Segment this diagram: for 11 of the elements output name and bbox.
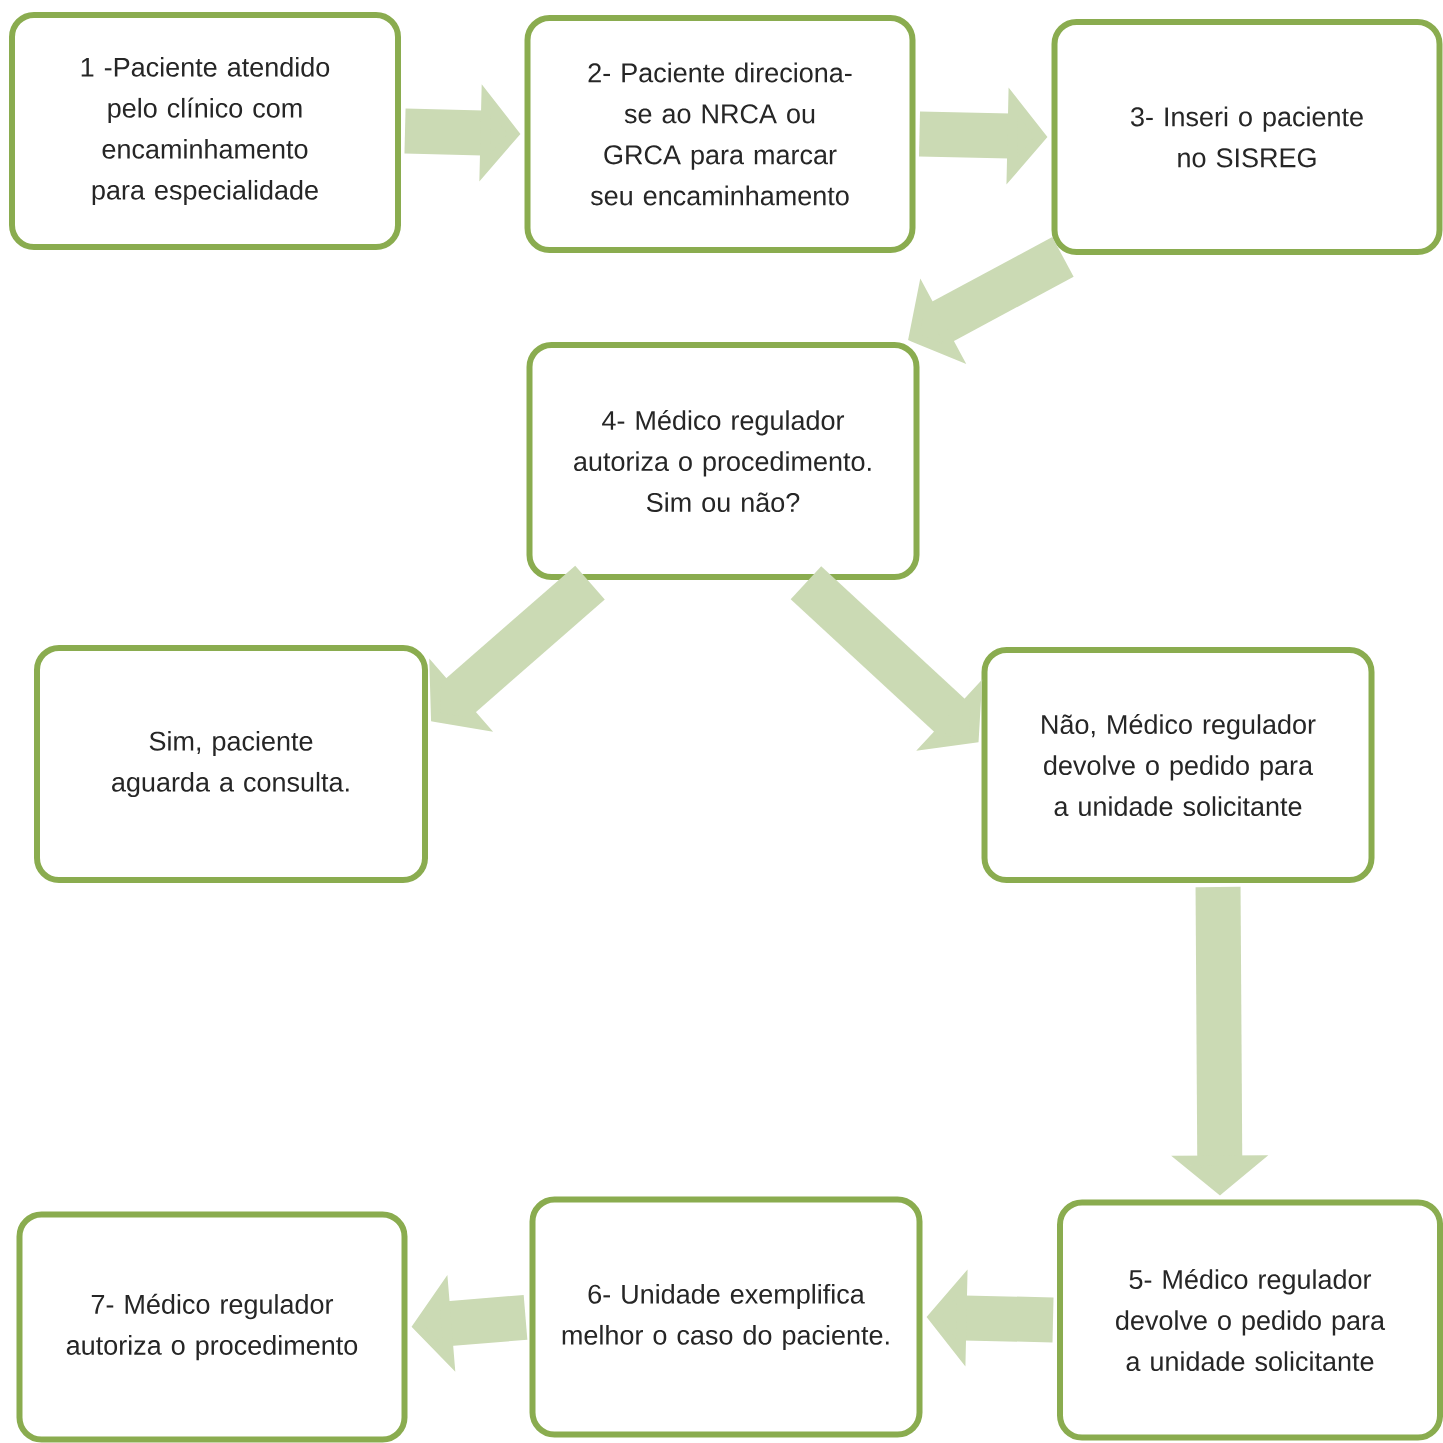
process-box: 4- Médico regulador autoriza o procedimento. Sim ou não? xyxy=(526,342,920,580)
block-arrow xyxy=(908,237,1074,364)
process-box: 1 -Paciente atendido pelo clínico com encaminhamento para especialidade xyxy=(9,12,401,250)
process-box: 2- Paciente direciona-se ao NRCA ou GRCA para marcar seu encaminhamento xyxy=(524,15,916,253)
process-box: Não, Médico regulador devolve o pedido para a unidade solicitante xyxy=(981,647,1375,883)
block-arrow xyxy=(429,565,605,732)
process-box: 5- Médico regulador devolve o pedido para a unidade solicitante xyxy=(1057,1199,1443,1441)
process-box: 6- Unidade exemplifica melhor o caso do paciente. xyxy=(529,1196,923,1438)
process-box: Sim, paciente aguarda a consulta. xyxy=(34,645,428,883)
process-box: 7- Médico regulador autoriza o procedimento xyxy=(16,1211,408,1443)
process-box: 3- Inseri o paciente no SISREG xyxy=(1051,19,1443,255)
